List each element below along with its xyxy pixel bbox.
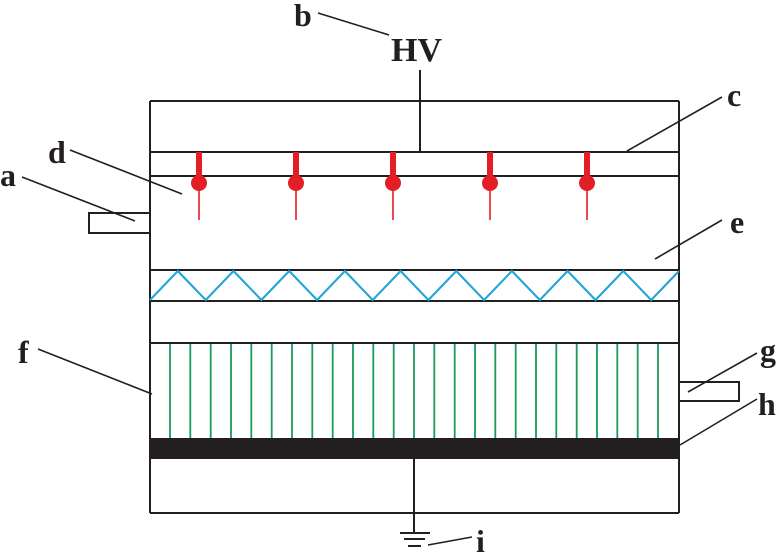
electrode	[579, 152, 595, 220]
label-c: c	[727, 77, 741, 113]
label-h: h	[758, 386, 776, 422]
label-f: f	[18, 334, 29, 370]
label-d: d	[48, 134, 66, 170]
leader-d	[69, 149, 183, 195]
label-e: e	[730, 204, 744, 240]
label-b: b	[294, 0, 312, 33]
electrode	[288, 152, 304, 220]
electrode	[482, 152, 498, 220]
electrode-ball	[482, 175, 498, 191]
electrode-ball	[191, 175, 207, 191]
label-i: i	[476, 523, 485, 555]
leader-lines	[21, 12, 758, 546]
leader-g	[687, 352, 758, 393]
leader-h	[679, 398, 758, 446]
electrode-ball	[385, 175, 401, 191]
mesh-zigzag	[149, 269, 680, 302]
label-hv: HV	[391, 32, 442, 69]
electrode-ball	[288, 175, 304, 191]
leader-f	[37, 348, 153, 395]
electrode-ball	[579, 175, 595, 191]
outlet-port	[678, 381, 740, 402]
electrode	[191, 152, 207, 220]
mesh-layer	[150, 269, 679, 302]
electrode-plate	[150, 151, 679, 177]
ground-symbol	[400, 459, 430, 547]
leader-i	[427, 536, 473, 546]
leader-e	[654, 219, 723, 260]
leader-b	[317, 12, 390, 36]
collector-lines	[169, 344, 659, 438]
label-a: a	[0, 157, 16, 193]
electrode	[385, 152, 401, 220]
inlet-port	[88, 212, 151, 234]
discharge-electrodes	[191, 152, 595, 220]
label-g: g	[760, 332, 776, 368]
leader-a	[21, 176, 136, 222]
ground-plate	[150, 438, 679, 459]
leader-c	[626, 96, 723, 152]
